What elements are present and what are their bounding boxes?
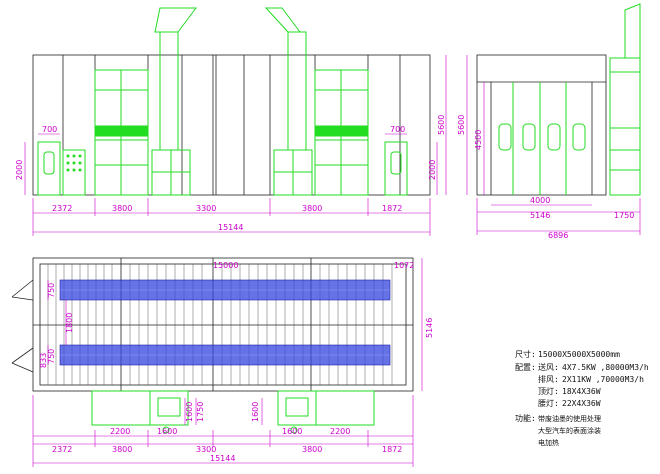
spec-size-label: 尺寸: (515, 349, 536, 359)
spec-function-line-1: 带废油墨的使用处理 (538, 414, 601, 423)
front-dim-3300: 3300 (196, 204, 216, 213)
plan-total-width: 15144 (210, 454, 235, 463)
plan-label-750-b: 750 (47, 349, 56, 364)
spec-exhaust-value: 2X11KW ,70000M3/h (562, 375, 644, 384)
front-door-width-right: 700 (390, 125, 405, 134)
spec-top-light-value: 18X4X36W (562, 387, 601, 396)
plan-unit-dim-1750: 1750 (196, 402, 205, 422)
plan-label-833: 833 (39, 353, 48, 368)
spec-supply-label: 送风: (538, 362, 559, 372)
plan-dimension-labels: 15000 1072 5146 750 750 1800 833 1600 17… (39, 261, 434, 463)
side-elevation (476, 54, 607, 196)
front-elevation (32, 54, 431, 196)
spec-function-line-3: 电加热 (538, 438, 559, 447)
spec-exhaust-label: 排风: (538, 374, 559, 384)
spec-size-value: 15000X5000X5000mm (538, 350, 620, 359)
plan-width-label: 5146 (425, 318, 434, 338)
side-outer-width: 5146 (530, 211, 550, 220)
plan-dim-3800-b: 3800 (302, 445, 322, 454)
front-door-height-right: 2000 (428, 160, 437, 180)
side-height-outer: 5600 (457, 115, 466, 135)
front-dim-2372: 2372 (52, 204, 72, 213)
plan-length-label: 15000 (213, 261, 238, 270)
front-door-height-left: 2000 (15, 160, 24, 180)
plan-dim-2200-a: 2200 (110, 427, 130, 436)
plan-label-1800: 1800 (65, 313, 74, 333)
plan-dim-2200-b: 2200 (330, 427, 350, 436)
plan-unit-dim-1600-b: 1600 (251, 402, 260, 422)
plan-corner-label: 1072 (394, 261, 414, 270)
front-dim-1872: 1872 (382, 204, 402, 213)
front-overall-height: 5600 (437, 115, 446, 135)
spec-config-label: 配置: (515, 363, 536, 372)
spec-function-line-2: 大型汽车的表面涂装 (538, 426, 601, 435)
side-height-inner: 4500 (474, 130, 483, 150)
side-equipment (498, 3, 641, 196)
plan-light-strips (59, 279, 391, 366)
side-total-width: 6896 (548, 231, 568, 240)
side-dimension-labels: 4000 5146 1750 6896 5600 4500 (457, 115, 634, 240)
spec-supply-value: 4X7.5KW ,80000M3/h (562, 363, 649, 372)
front-dim-3800-b: 3800 (302, 204, 322, 213)
plan-equipment (91, 390, 375, 434)
front-door-width-left: 700 (42, 125, 57, 134)
front-dimension-lines (24, 55, 447, 236)
plan-dimension-lines (32, 258, 423, 467)
specifications: 尺寸: 15000X5000X5000mm 配置: 送风: 4X7.5KW ,8… (515, 349, 649, 447)
plan-view (11, 257, 414, 392)
plan-dim-3800-a: 3800 (112, 445, 132, 454)
plan-dim-1872: 1872 (382, 445, 402, 454)
side-unit-width: 1750 (614, 211, 634, 220)
front-equipment (37, 7, 408, 196)
plan-dim-3300: 3300 (196, 445, 216, 454)
control-panel-buttons (66, 154, 82, 172)
plan-dim-2372: 2372 (52, 445, 72, 454)
plan-light-strip-hatching (60, 289, 390, 356)
spec-waist-light-label: 腰灯: (538, 398, 559, 408)
side-dimension-lines (466, 55, 641, 235)
front-dim-3800-a: 3800 (112, 204, 132, 213)
front-dimension-labels: 2372 3800 3300 3800 1872 15144 700 700 2… (15, 115, 446, 232)
spec-function-label: 功能: (515, 413, 536, 423)
plan-label-750-a: 750 (47, 283, 56, 298)
plan-dim-1600-a: 1600 (157, 427, 177, 436)
plan-dim-1600-b: 1600 (282, 427, 302, 436)
side-inner-width: 4000 (530, 196, 550, 205)
spec-waist-light-value: 22X4X36W (562, 399, 601, 408)
front-total-width: 15144 (218, 223, 243, 232)
spec-top-light-label: 顶灯: (538, 386, 559, 396)
plan-unit-dim-1600-a: 1600 (185, 402, 194, 422)
